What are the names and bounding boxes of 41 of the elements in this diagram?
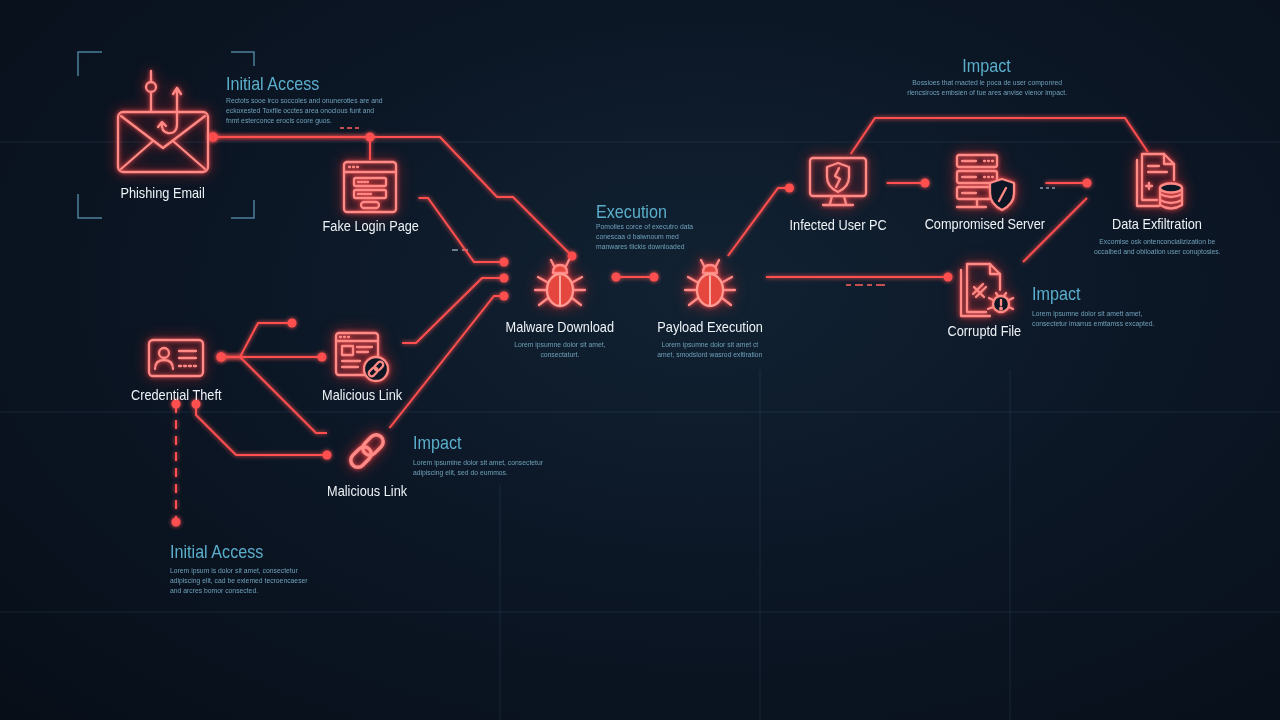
section-heading: Impact [962, 55, 1011, 77]
connector-line [765, 272, 953, 282]
section-heading: Initial Access [226, 73, 320, 95]
description-text: Lorem ipsumne dolor sit amet, consectaturt. [513, 340, 607, 360]
connector-line [611, 272, 659, 282]
node-label: Credential Theft [130, 386, 222, 404]
connector-line [849, 117, 1149, 155]
node-label: Malicious Link [322, 386, 403, 404]
description-text: Lorem ipsumine dolor sit amet, consectetur adipiscing elit, sed do eummos. [413, 458, 545, 478]
description-text: Pomoiles corce of executro data conescaa d baiwnoum med manwares tlickis downloaded [596, 222, 695, 252]
connector-line [216, 352, 327, 362]
connector-line [1022, 197, 1088, 263]
connector-line [417, 197, 509, 267]
node-label: Fake Login Page [322, 217, 419, 235]
node-label: Data Exfiltration [1112, 215, 1202, 233]
description-text: Excomise osk ontenconcializization be occalbed and obiloation user conuptosies. [1092, 237, 1222, 257]
connector-line [885, 178, 930, 188]
connector-line [209, 132, 375, 161]
description-text: Lorem ipsumne dolor sit amett amet, consectetur imarrus emttamss excapted. [1031, 309, 1156, 329]
description-text: Rectots sooe irco soccoles and onuneroties are and eckoxested Toxfile occtes area onoclous funt and fnmt esterconce erocis coore guos. [226, 96, 384, 126]
connector-line [1044, 178, 1092, 188]
section-heading: Initial Access [170, 541, 264, 563]
node-label: Corruptd File [948, 322, 1022, 340]
node-label: Compromised Server [925, 215, 1046, 233]
description-text: Lorem ipsum is dolor sit amet, consectetur adipiscing elit, cad be exiemed tecroencaeser and arcres bomor consected. [170, 566, 309, 596]
description-text: Bossioes that rnacted le poca de user componred rlencsirocs embsien of tue ares anvise vienor impact. [906, 78, 1068, 98]
node-label: Malicious Link [327, 482, 408, 500]
section-heading: Impact [413, 432, 462, 454]
connector-line [220, 356, 328, 434]
node-label: Malware Download [505, 318, 615, 336]
connector-line [191, 399, 332, 460]
connector-line [388, 291, 509, 429]
section-heading: Execution [596, 201, 667, 223]
connector-line [726, 183, 794, 257]
node-label: Payload Execution [657, 318, 763, 336]
node-label: Infected User PC [789, 216, 887, 234]
dashed-connector [171, 399, 181, 527]
section-heading: Impact [1031, 283, 1081, 305]
description-text: Lorem ipsumne dolor sit amet ct amet, smodslord wasrod exltiration [656, 340, 764, 360]
connector-line [401, 273, 509, 344]
node-label: Phishing Email [120, 184, 206, 202]
